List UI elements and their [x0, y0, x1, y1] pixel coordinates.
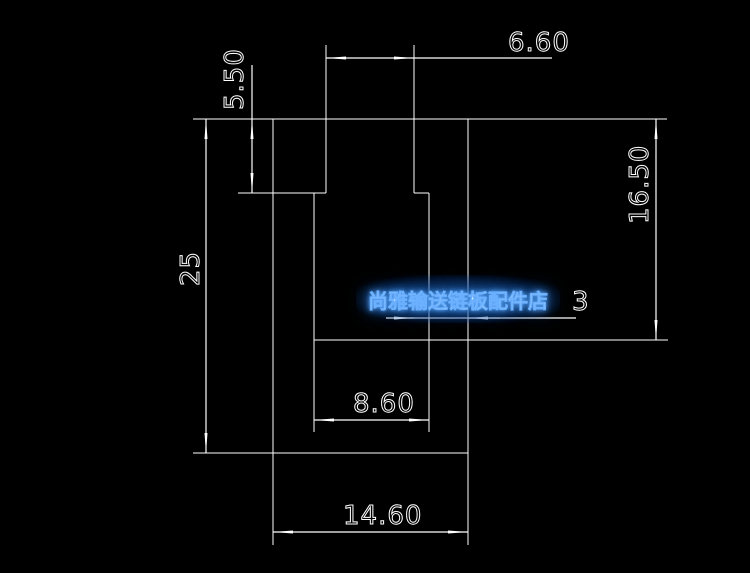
dim-label-8-60: 8.60	[353, 389, 415, 419]
dim-label-6-60: 6.60	[508, 28, 570, 58]
dim-label-16-50: 16.50	[625, 145, 655, 224]
dim-label-5-50: 5.50	[220, 48, 250, 110]
dim-label-hidden: 3	[572, 287, 590, 317]
dim-label-25: 25	[176, 251, 206, 286]
watermark-text: 尚雅输送链板配件店	[356, 275, 560, 323]
dim-label-14-60: 14.60	[343, 501, 422, 531]
